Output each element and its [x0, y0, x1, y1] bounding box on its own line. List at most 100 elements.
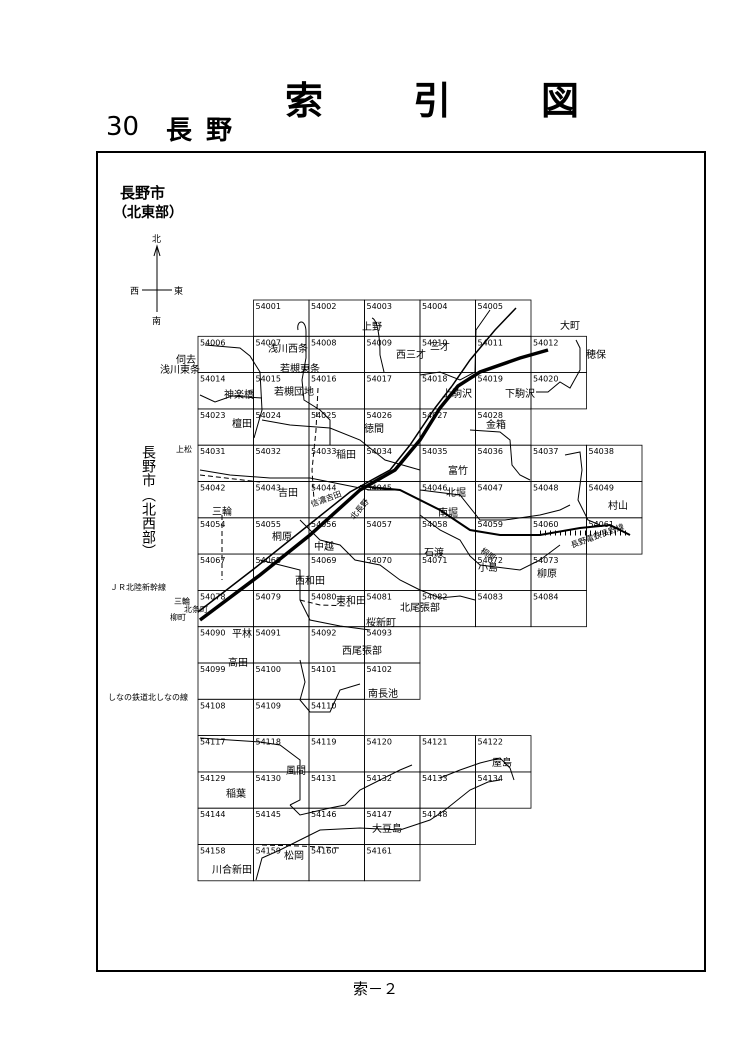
- line-label: ＪＲ北陸新幹線: [110, 582, 166, 592]
- grid-cell-number: 54007: [256, 338, 281, 347]
- grid-cell: [530, 372, 587, 410]
- grid-cell-number: 54032: [256, 447, 281, 456]
- grid-cell-number: 54038: [589, 447, 614, 456]
- grid-cell-number: 54134: [478, 774, 503, 783]
- line-label: 北条町: [184, 604, 208, 614]
- grid-cell-number: 54148: [422, 810, 447, 819]
- grid-cell-number: 54119: [311, 738, 336, 747]
- grid-cell-number: 54083: [478, 592, 503, 601]
- grid-cell-number: 54008: [311, 338, 336, 347]
- place-label: 桐原: [272, 530, 292, 543]
- place-label: 金箱: [486, 418, 506, 431]
- grid-cell-number: 54011: [478, 338, 503, 347]
- shinkansen-line: [198, 348, 549, 622]
- grid-cell-number: 54099: [200, 665, 225, 674]
- grid-cell-number: 54080: [311, 592, 336, 601]
- grid-cell-number: 54035: [422, 447, 447, 456]
- line-label: 上松: [176, 444, 192, 454]
- grid-cell-number: 54108: [200, 701, 225, 710]
- grid-cell-number: 54019: [478, 375, 503, 384]
- grid-cell-number: 54046: [422, 484, 447, 493]
- place-label: 若槻東条: [280, 362, 320, 375]
- grid-cell: [475, 771, 532, 809]
- grid-cell-number: 54034: [367, 447, 392, 456]
- nagano-dentetsu-line: [359, 485, 631, 536]
- grid-cell-number: 54118: [256, 738, 281, 747]
- boundary-line: [419, 489, 571, 521]
- place-label: 北堀: [446, 487, 466, 499]
- grid-cell-number: 54023: [200, 411, 225, 420]
- boundary-line: [297, 321, 331, 445]
- grid-cell-number: 54120: [367, 738, 392, 747]
- grid-cell-number: 54084: [533, 592, 558, 601]
- grid-cell-number: 54147: [367, 810, 392, 819]
- place-label: 大豆島: [372, 822, 402, 835]
- grid-cell-number: 54110: [311, 701, 336, 710]
- place-label: 吉田: [278, 487, 298, 499]
- grid-cell-number: 54117: [200, 738, 225, 747]
- grid-cell-number: 54081: [367, 592, 392, 601]
- place-label: 西和田: [295, 575, 325, 587]
- grid-cell-number: 54130: [256, 774, 281, 783]
- place-label: 徳間: [364, 422, 384, 435]
- place-label: 平林: [232, 627, 252, 640]
- grid-cell-number: 54069: [311, 556, 336, 565]
- place-label: 富竹: [448, 464, 468, 477]
- grid-cell-number: 54042: [200, 484, 225, 493]
- grid-cell-number: 54079: [256, 592, 281, 601]
- grid-cell-number: 54121: [422, 738, 447, 747]
- grid-cell-number: 54133: [422, 774, 447, 783]
- grid-cell-number: 54004: [422, 302, 447, 311]
- grid-cell-number: 54092: [311, 629, 336, 638]
- grid-cell-number: 54028: [478, 411, 503, 420]
- compass-east-label: 東: [174, 285, 183, 297]
- shinano-railway-line-north: [451, 307, 517, 387]
- grid-cell-number: 54146: [311, 810, 336, 819]
- place-label: 上野: [362, 321, 382, 333]
- grid-cell-number: 54060: [533, 520, 558, 529]
- place-label: 桜新町: [366, 616, 396, 629]
- grid-cell-number: 54017: [367, 375, 392, 384]
- grid-cell-number: 54005: [478, 302, 503, 311]
- grid-cell-number: 54091: [256, 629, 281, 638]
- place-label: 高田: [228, 656, 248, 669]
- grid-cell-number: 54132: [367, 774, 392, 783]
- grid-cell-number: 54049: [589, 484, 614, 493]
- place-label: 松岡: [284, 849, 304, 862]
- boundary-line: [204, 344, 263, 439]
- dashed-boundaries: [199, 387, 351, 849]
- boundary-line: [371, 317, 385, 373]
- grid-cell-number: 54057: [367, 520, 392, 529]
- place-label: 小島: [478, 561, 498, 574]
- place-label: 東和田: [336, 594, 366, 607]
- grid-cell-number: 54122: [478, 738, 503, 747]
- index-map-title: 索 引 図: [285, 79, 606, 123]
- boundary-line: [261, 419, 421, 471]
- grid-cell-number: 54031: [200, 447, 225, 456]
- grid-cell-number: 54129: [200, 774, 225, 783]
- place-label: 屋島: [492, 756, 512, 769]
- place-label: 南長池: [368, 687, 398, 700]
- side-subtitle-text: （北西部）: [140, 488, 156, 558]
- grid-cell-number: 54109: [256, 701, 281, 710]
- page-footer: 索－２: [353, 980, 399, 998]
- grid-cell-number: 54044: [311, 484, 336, 493]
- grid-cell-number: 54003: [367, 302, 392, 311]
- grid-cell-number: 54025: [311, 411, 336, 420]
- place-label: 北尾張部: [400, 601, 440, 614]
- place-label: 大町: [560, 319, 580, 332]
- place-label: 村山: [608, 499, 628, 512]
- grid-cell-number: 54037: [533, 447, 558, 456]
- grid-cell-number: 54016: [311, 375, 336, 384]
- place-label: 神楽橋: [224, 388, 254, 401]
- place-label: 浅川東条: [160, 363, 200, 376]
- grid-cell-number: 54072: [478, 556, 503, 565]
- place-label: 穂保: [586, 348, 606, 361]
- grid-cell: [364, 662, 421, 700]
- boundary-line: [419, 589, 476, 601]
- place-label: 風間: [286, 765, 306, 777]
- place-label: 浅川西条: [268, 342, 308, 355]
- boundary-line: [419, 514, 561, 571]
- line-label: 柳町: [170, 612, 186, 622]
